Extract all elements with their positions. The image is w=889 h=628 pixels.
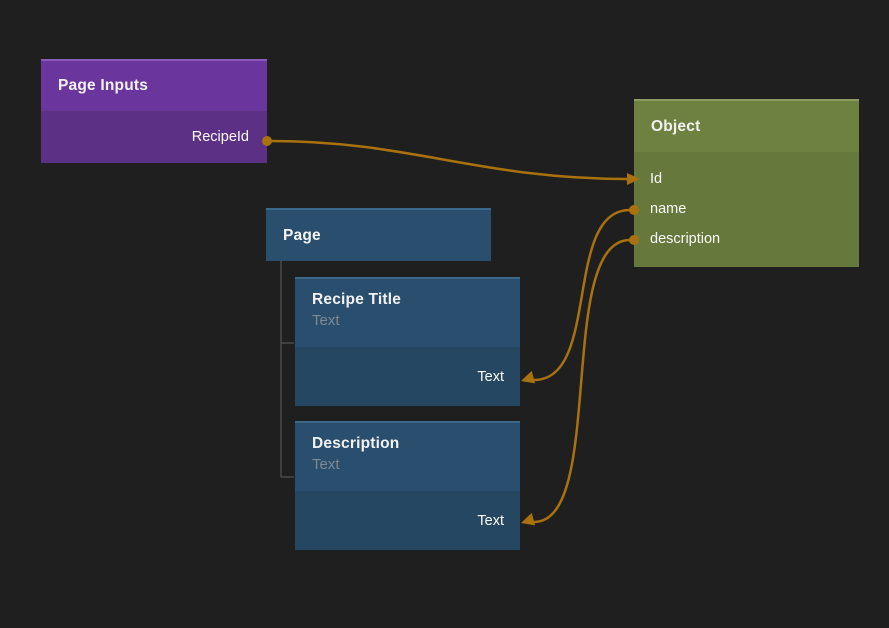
wire-recipeid-to-id[interactable]: [270, 139, 628, 181]
port-id[interactable]: Id: [650, 171, 663, 187]
port-recipe-title-text[interactable]: Text: [477, 368, 504, 385]
node-page-title: Page: [283, 226, 321, 244]
page-children-connector-line: [280, 261, 294, 478]
node-recipe-title-body: Text: [295, 347, 520, 406]
node-object-title: Object: [651, 117, 701, 135]
node-recipe-title[interactable]: Recipe Title Text Text: [295, 277, 520, 406]
node-page-inputs-body: RecipeId: [41, 111, 267, 163]
port-description[interactable]: description: [650, 231, 721, 247]
node-description-title: Description: [312, 435, 400, 452]
node-page-inputs-title: Page Inputs: [58, 77, 149, 94]
node-description-header[interactable]: Description Text: [295, 423, 520, 491]
node-description[interactable]: Description Text Text: [295, 421, 520, 550]
node-object[interactable]: Object Id name description: [634, 99, 859, 267]
node-page[interactable]: Page: [266, 208, 491, 261]
wire-description-to-description-text[interactable]: [533, 238, 631, 524]
node-object-body: Id name description: [634, 152, 859, 254]
node-recipe-title-title: Recipe Title: [312, 291, 402, 308]
port-description-text[interactable]: Text: [477, 512, 504, 529]
node-recipe-title-type: Text: [312, 312, 340, 329]
port-recipeid[interactable]: RecipeId: [191, 129, 249, 145]
port-name[interactable]: name: [650, 201, 687, 217]
node-description-body: Text: [295, 491, 520, 550]
wire-description-arrowhead: [521, 512, 536, 526]
node-description-type: Text: [312, 456, 340, 473]
wire-name-to-recipe-title-text[interactable]: [533, 208, 631, 382]
node-page-inputs[interactable]: Page Inputs RecipeId: [41, 59, 267, 163]
wire-name-arrowhead: [521, 370, 536, 384]
node-page-header[interactable]: Page: [266, 210, 491, 261]
node-recipe-title-header[interactable]: Recipe Title Text: [295, 279, 520, 347]
node-object-header[interactable]: Object: [634, 101, 859, 152]
node-page-inputs-header[interactable]: Page Inputs: [41, 61, 267, 111]
